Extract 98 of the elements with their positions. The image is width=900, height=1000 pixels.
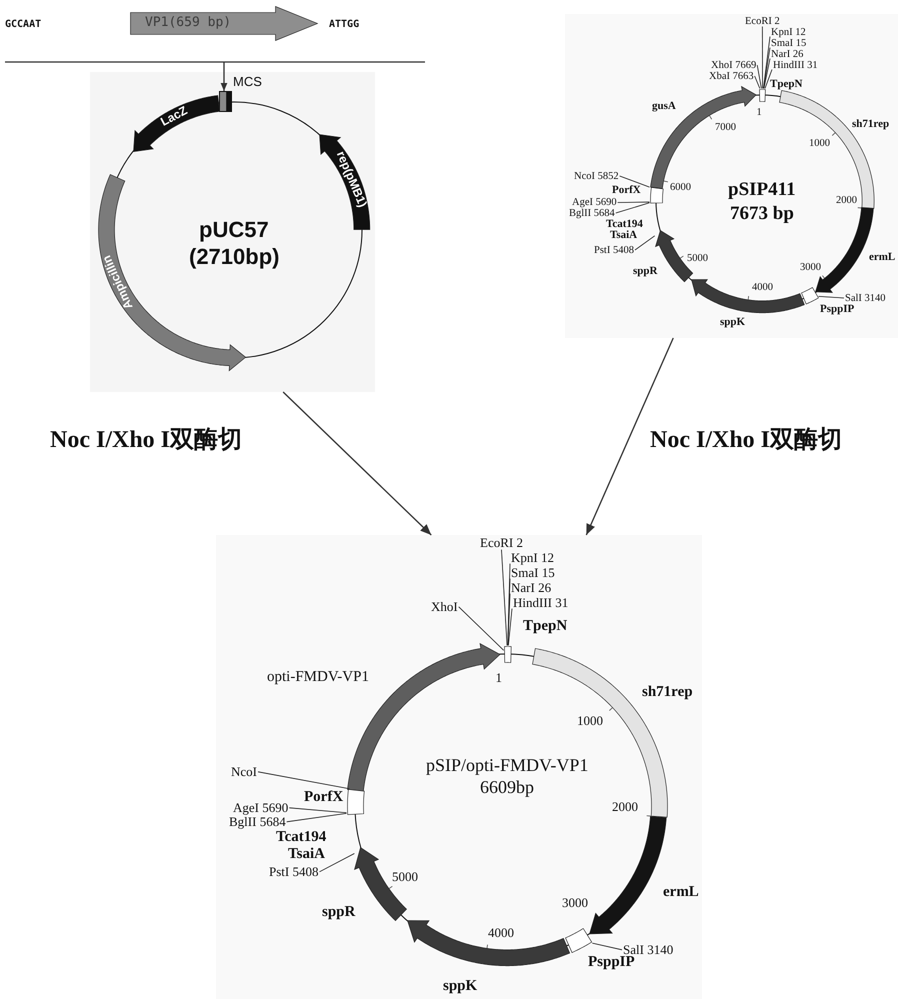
site-label: EcoRI 2 [480, 536, 523, 550]
site-label: XhoI [431, 600, 458, 614]
gene-label: gusA [652, 101, 676, 113]
leader-line [508, 608, 512, 646]
position-label: 1 [496, 671, 502, 685]
sequence-label: ATTGG [329, 20, 360, 30]
plasmid-size: 7673 bp [730, 204, 794, 224]
feature-label: TpepN [770, 79, 802, 91]
position-label: 2000 [836, 194, 857, 206]
arrow [282, 392, 432, 536]
site-label: SmaI 15 [771, 38, 806, 49]
sequence-label: GCCAAT [5, 20, 42, 30]
leader-line [592, 942, 622, 950]
edge-label: Noc I/Xho I双酶切 [650, 428, 842, 453]
gene-label: ermL [663, 885, 699, 901]
site-label: PstI 5408 [594, 244, 634, 256]
insert-label: VP1(659 bp) [145, 16, 232, 30]
leader-line [615, 202, 650, 214]
feature-label: PorfX [612, 185, 641, 197]
leader-line [458, 606, 504, 651]
map-panel [565, 14, 898, 338]
site-label: NarI 26 [771, 48, 804, 60]
position-label: 7000 [715, 122, 736, 133]
plasmid-size: 6609bp [480, 778, 534, 796]
arrow [586, 338, 674, 536]
leader-line [756, 64, 762, 89]
site-label: XhoI 7669 [711, 60, 756, 71]
feature-label: PorfX [304, 790, 344, 806]
leader-line [818, 296, 844, 298]
position-label: 5000 [392, 870, 418, 884]
site-label: XbaI 7663 [709, 70, 754, 82]
plasmid-name: pSIP411 [728, 180, 796, 200]
gene-label: sh71rep [642, 685, 693, 701]
leader-line [762, 26, 763, 89]
leader-line [763, 47, 770, 89]
site-label: HindIII 31 [773, 60, 818, 71]
gene-label: sppK [720, 317, 746, 329]
leader-line [634, 235, 656, 250]
site-label: AgeI 5690 [572, 197, 617, 208]
gene-label: LacZ [158, 104, 190, 129]
feature-label: TsaiA [288, 847, 325, 863]
site-label: HindIII 31 [513, 596, 568, 610]
feature-label: Tcat194 [606, 218, 643, 230]
leader-line [764, 58, 770, 89]
site-label: EcoRI 2 [745, 16, 780, 27]
position-label: 1000 [577, 714, 603, 728]
site-label: PstI 5408 [269, 865, 318, 879]
leader-line [501, 549, 508, 646]
gene-label: opti-FMDV-VP1 [267, 670, 369, 686]
site-label: KpnI 12 [511, 551, 554, 565]
plasmid-name: pUC57 [199, 218, 269, 241]
leader-line [619, 176, 650, 188]
position-label: 3000 [800, 262, 821, 273]
map-panel [216, 535, 702, 999]
gene-label: sppR [633, 266, 658, 278]
map-panel [90, 72, 375, 392]
gene-label: sh71rep [852, 119, 890, 131]
leader-line [508, 593, 510, 646]
position-label: 1 [756, 106, 762, 118]
site-label: AgeI 5690 [233, 801, 288, 815]
position-label: 6000 [670, 182, 691, 193]
leader-line [286, 812, 347, 822]
feature-label: PsppIP [820, 304, 854, 316]
site-label: NcoI [231, 765, 257, 779]
leader-line [319, 853, 355, 872]
position-label: 2000 [612, 800, 638, 814]
gene-label: ermL [869, 252, 896, 264]
leader-line [288, 807, 347, 814]
leader-line [764, 69, 772, 89]
leader-line [258, 771, 350, 790]
feature-label: Tcat194 [276, 830, 326, 846]
feature-label: TsaiA [610, 230, 638, 242]
edge-label: Noc I/Xho I双酶切 [50, 428, 242, 453]
gene-label: sppK [443, 979, 478, 995]
site-label: SalI 3140 [845, 292, 886, 304]
arrow [220, 62, 228, 91]
cloning-site-box [219, 91, 232, 112]
site-label: KpnI 12 [771, 26, 806, 38]
leader-line [754, 76, 760, 89]
site-label: MCS [233, 75, 262, 89]
position-label: 4000 [488, 926, 514, 940]
plasmid-name: pSIP/opti-FMDV-VP1 [426, 756, 588, 774]
site-label: NarI 26 [511, 581, 552, 595]
position-label: 5000 [687, 252, 708, 264]
feature-label: PsppIP [588, 955, 635, 971]
feature-label: TpepN [523, 619, 568, 635]
position-label: 4000 [752, 282, 773, 293]
site-label: BglII 5684 [569, 208, 615, 219]
site-label: SalI 3140 [623, 943, 674, 957]
site-label: SmaI 15 [511, 566, 555, 580]
site-label: BglII 5684 [229, 815, 286, 829]
leader-line [763, 36, 770, 89]
site-label: NcoI 5852 [574, 170, 619, 182]
leader-line [617, 202, 650, 203]
gene-label: sppR [322, 905, 356, 921]
plasmid-size: (2710bp) [189, 244, 280, 268]
position-label: 3000 [562, 896, 588, 910]
position-label: 1000 [809, 138, 830, 149]
